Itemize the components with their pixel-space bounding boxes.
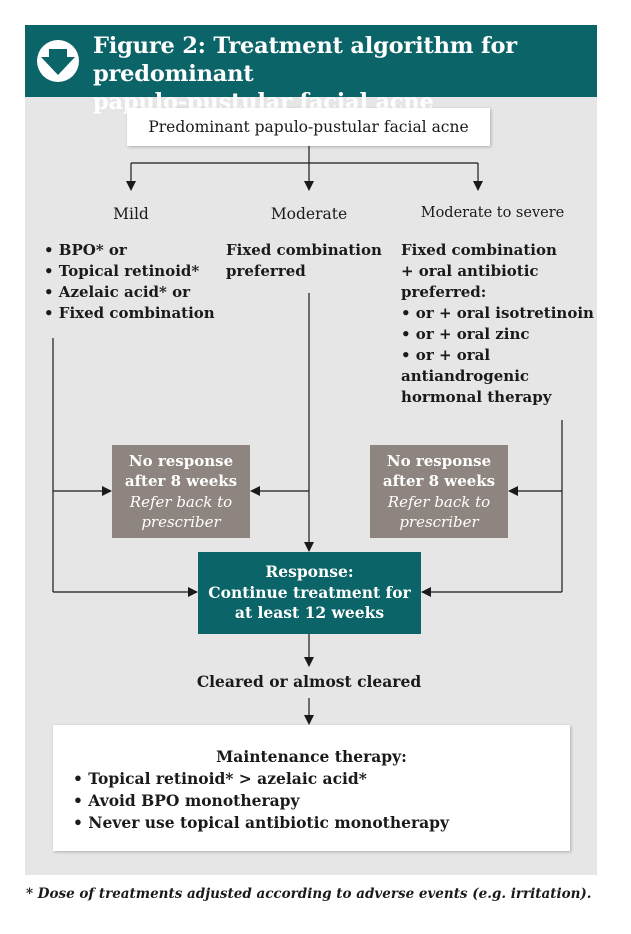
list-item: • Fixed combination [44,304,215,322]
mild-treatment-list: • BPO* or • Topical retinoid* • Azelaic … [44,240,215,324]
refer-back-line: prescriber [399,513,479,531]
response-box: Response: Continue treatment for at leas… [198,552,421,634]
footnote: * Dose of treatments adjusted according … [26,886,592,902]
branch-label-moderate: Moderate [270,205,348,223]
maintenance-list: • Topical retinoid* > azelaic acid* • Av… [73,768,449,834]
down-arrow-circle-icon [37,40,79,82]
maintenance-box: Maintenance therapy: • Topical retinoid*… [53,725,570,851]
figure-title-line1: Figure 2: Treatment algorithm for predom… [93,33,517,87]
list-item: • Topical retinoid* [44,262,200,280]
response-line: Response: [265,562,354,582]
no-response-line: No response [386,451,492,470]
severe-line: • or + oral isotretinoin [401,304,594,322]
list-item: • Avoid BPO monotherapy [73,791,300,810]
list-item: • BPO* or [44,241,127,259]
severe-line: + oral antibiotic [401,262,539,280]
cleared-label: Cleared or almost cleared [196,672,422,691]
severe-line: • or + oral [401,346,491,364]
branch-label-moderate-to-severe: Moderate to severe [420,205,565,221]
no-response-line: after 8 weeks [124,472,238,490]
moderate-treatment: Fixed combination preferred [226,240,382,282]
severe-line: antiandrogenic [401,367,530,385]
response-line: Continue treatment for [208,582,411,602]
figure-header [25,25,597,97]
moderate-line: Fixed combination [226,241,382,259]
no-response-box-right: No response after 8 weeks Refer back to … [370,445,508,538]
list-item: • Azelaic acid* or [44,283,190,301]
no-response-line: after 8 weeks [382,472,496,490]
list-item: • Never use topical antibiotic monothera… [73,813,450,832]
severe-line: preferred: [401,283,487,301]
moderate-line: preferred [226,262,306,280]
refer-back-line: Refer back to [129,492,233,511]
severe-line: • or + oral zinc [401,325,530,343]
maintenance-title: Maintenance therapy: [216,747,407,766]
severe-line: Fixed combination [401,241,557,259]
no-response-box-left: No response after 8 weeks Refer back to … [112,445,250,538]
no-response-line: No response [128,451,234,470]
refer-back-line: Refer back to [387,492,491,511]
start-box: Predominant papulo-pustular facial acne [127,108,490,146]
branch-label-mild: Mild [113,205,149,223]
list-item: • Topical retinoid* > azelaic acid* [73,769,367,788]
refer-back-line: prescriber [141,513,221,531]
response-line: at least 12 weeks [234,603,385,623]
severe-treatment: Fixed combination + oral antibiotic pref… [401,240,594,408]
severe-line: hormonal therapy [401,388,552,406]
